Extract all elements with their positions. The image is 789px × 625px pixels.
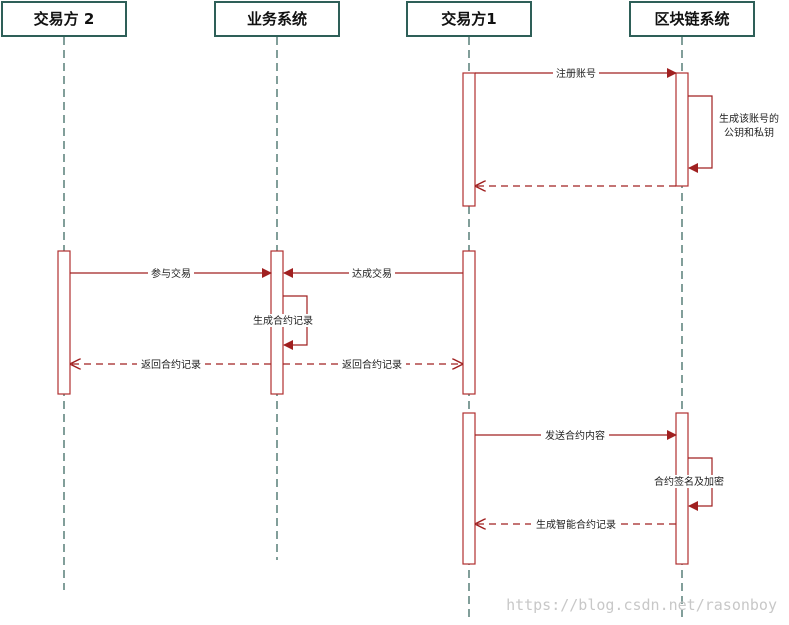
actor-party2-label: 交易方 2 — [34, 10, 95, 28]
activation-party2 — [57, 250, 71, 395]
activation-party1-3 — [462, 412, 476, 565]
message-return-contract-party2: 返回合约记录 — [71, 358, 271, 371]
actor-blockchain-label: 区块链系统 — [654, 10, 729, 28]
message-send-contract-label: 发送合约内容 — [545, 429, 605, 442]
message-register-label: 注册账号 — [556, 67, 596, 80]
message-generate-smart-contract: 生成智能合约记录 — [476, 518, 676, 531]
message-return-contract-party1-label: 返回合约记录 — [342, 358, 402, 371]
message-register: 注册账号 — [475, 67, 677, 80]
watermark: https://blog.csdn.net/rasonboy — [506, 596, 777, 614]
message-return-contract-party2-label: 返回合约记录 — [141, 358, 201, 371]
activation-party1-2 — [462, 250, 476, 395]
message-generate-contract-label: 生成合约记录 — [253, 314, 313, 327]
activation-party1-1 — [462, 72, 476, 207]
actor-business-label: 业务系统 — [247, 10, 307, 28]
message-make-deal-label: 达成交易 — [352, 267, 392, 280]
message-make-deal: 达成交易 — [283, 267, 463, 280]
message-generate-keys-label-1: 生成该账号的 — [719, 112, 779, 125]
message-generate-contract: 生成合约记录 — [250, 295, 316, 350]
message-join-trade: 参与交易 — [70, 267, 272, 280]
message-send-contract: 发送合约内容 — [475, 429, 677, 442]
actor-party2: 交易方 2 — [1, 1, 127, 37]
message-sign-encrypt-label: 合约签名及加密 — [654, 475, 724, 488]
activation-blockchain-1 — [675, 72, 689, 187]
actor-blockchain: 区块链系统 — [629, 1, 755, 37]
activation-blockchain-2 — [675, 412, 689, 565]
actor-business: 业务系统 — [214, 1, 340, 37]
message-generate-keys-label-2: 公钥和私钥 — [724, 126, 774, 139]
message-return-contract-party1: 返回合约记录 — [283, 358, 462, 371]
message-generate-smart-contract-label: 生成智能合约记录 — [536, 518, 616, 531]
actor-party1-label: 交易方1 — [441, 10, 496, 28]
message-generate-keys: 生成该账号的 公钥和私钥 — [688, 95, 779, 173]
actor-party1: 交易方1 — [406, 1, 532, 37]
message-sign-encrypt: 合约签名及加密 — [650, 457, 728, 511]
message-join-trade-label: 参与交易 — [151, 267, 191, 280]
